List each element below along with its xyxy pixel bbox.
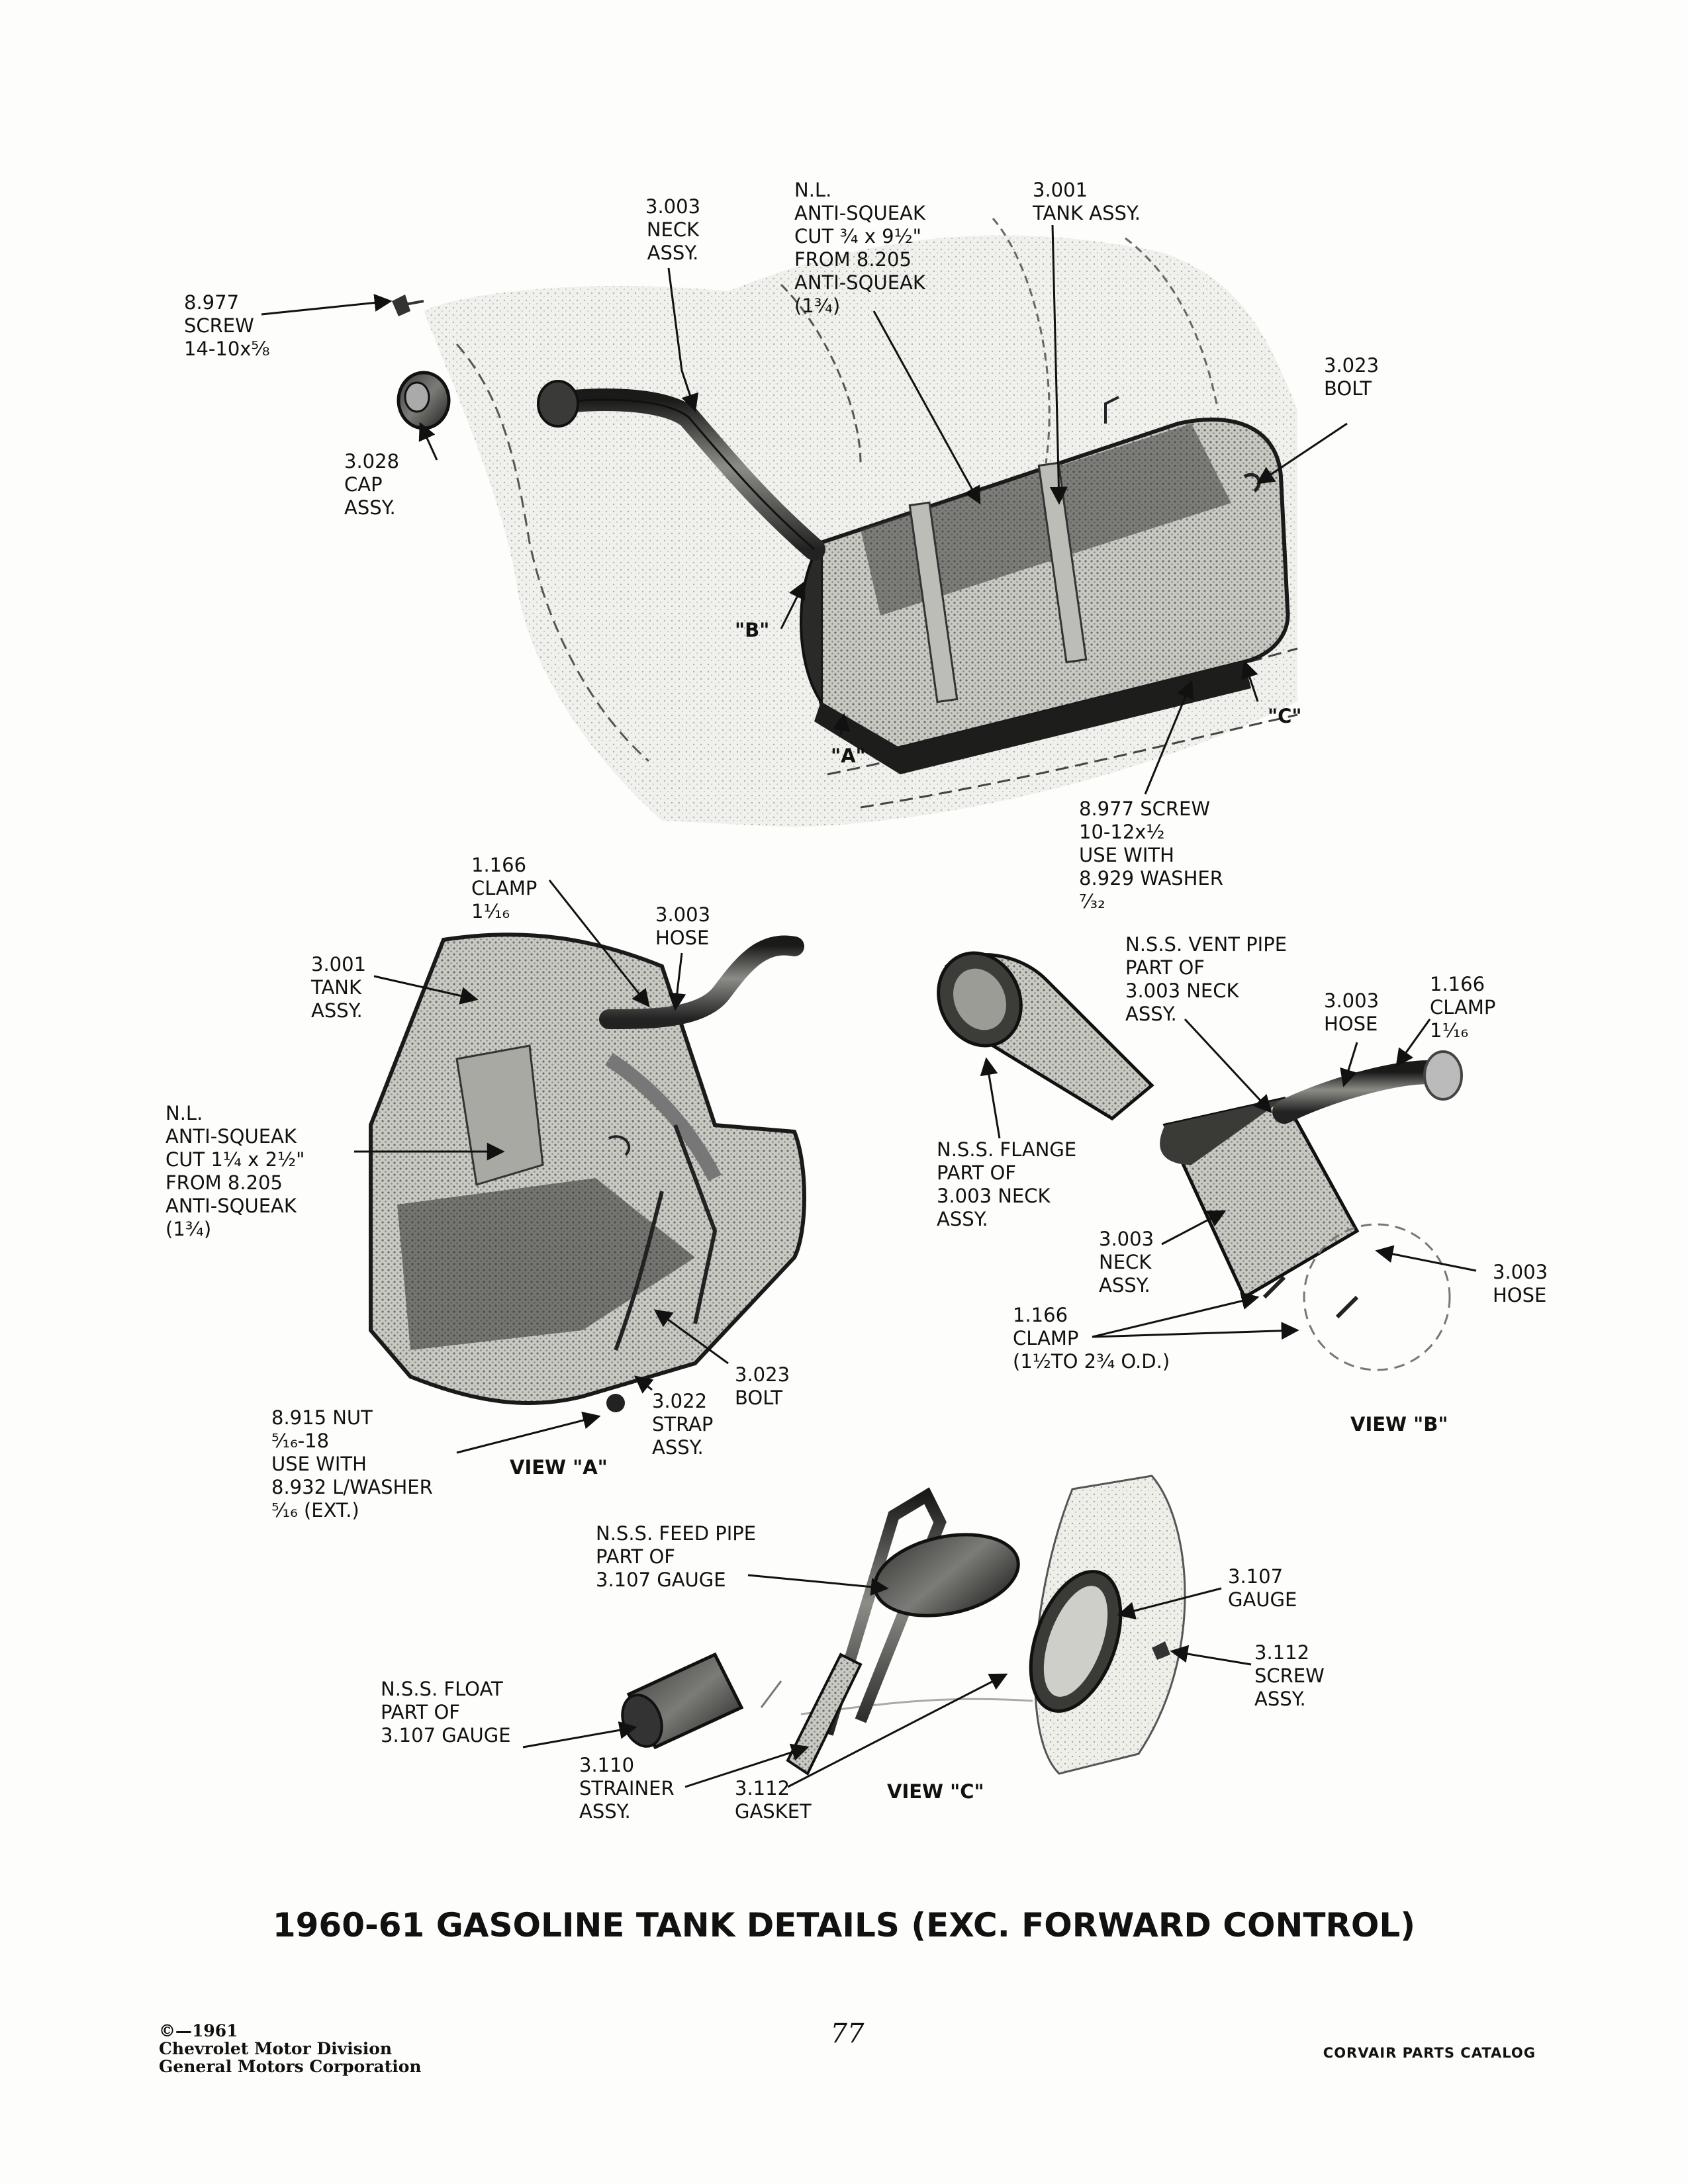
catalog-name: CORVAIR PARTS CATALOG <box>1323 2045 1536 2061</box>
view-c-caption: VIEW "C" <box>887 1780 984 1803</box>
view-c-drawing <box>621 1475 1186 1776</box>
top-assembly-drawing <box>392 218 1298 827</box>
view-a-caption: VIEW "A" <box>510 1456 608 1479</box>
page-title: 1960-61 GASOLINE TANK DETAILS (EXC. FORW… <box>272 1906 1416 1944</box>
callout-a: "A" <box>831 745 866 767</box>
view-b-caption: VIEW "B" <box>1350 1413 1448 1435</box>
callout-b: "B" <box>735 619 770 641</box>
view-a-drawing <box>369 933 806 1412</box>
view-b-drawing <box>937 951 1463 1371</box>
callout-c: "C" <box>1268 705 1302 727</box>
leader-lines <box>261 224 1477 1788</box>
page-number: 77 <box>830 2019 865 2049</box>
